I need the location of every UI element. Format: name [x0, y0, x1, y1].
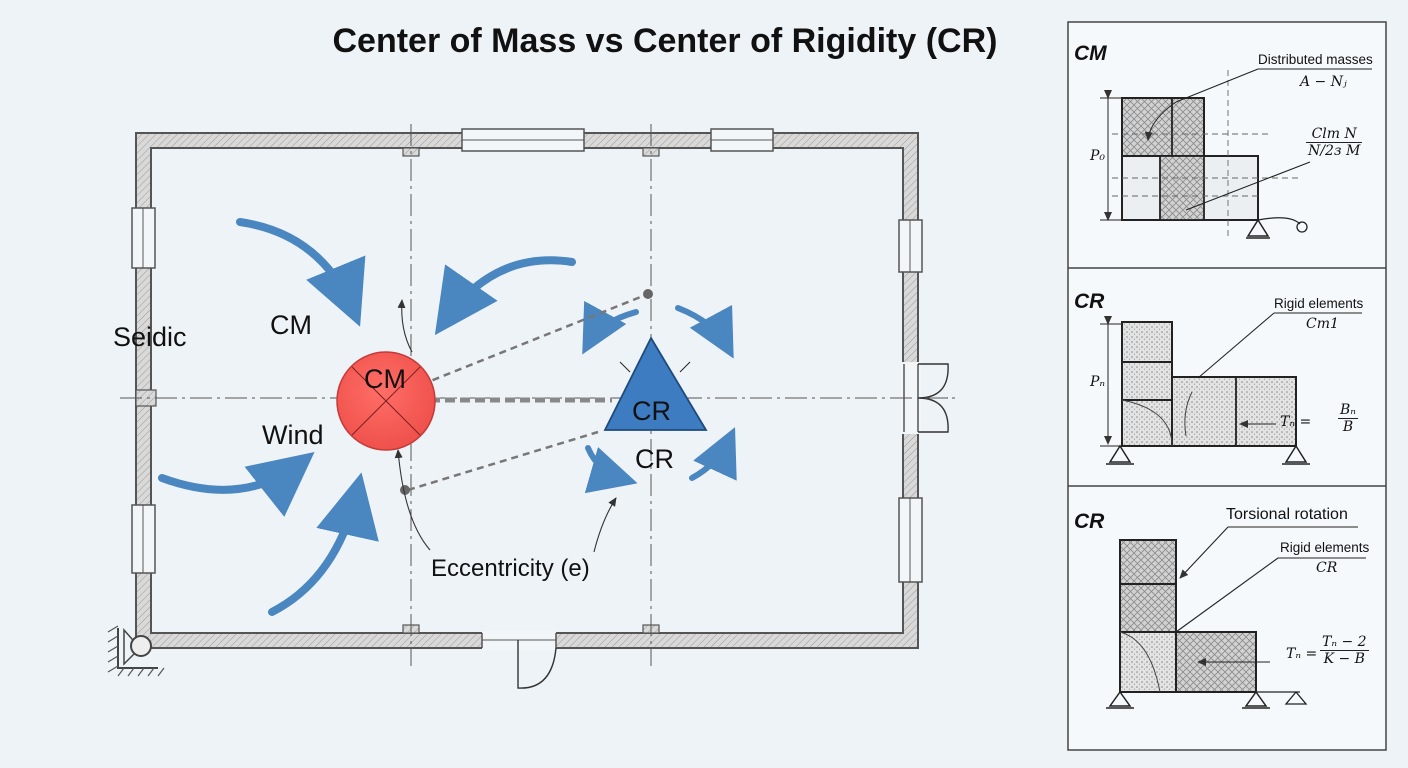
panel-cr-torsion-callout-sub: CR: [1316, 560, 1338, 576]
panel-cr-torsion-fraction-den: K − B: [1323, 651, 1365, 667]
floor-plan: [107, 128, 949, 689]
support-pin-icon: [1108, 444, 1132, 463]
panel-cr-heading: CR: [1074, 290, 1105, 313]
support-pin-icon: [1108, 690, 1132, 707]
panel-cr-callout-sub: Cm1: [1306, 316, 1339, 332]
panel-cr-torsion-formula-lhs: Tₙ =: [1286, 646, 1318, 662]
cr-below-label: CR: [635, 444, 674, 474]
offset-point-upper: [643, 289, 653, 299]
door-right: [917, 363, 949, 399]
cr-inner-label: CR: [632, 396, 671, 426]
page-title: Center of Mass vs Center of Rigidity (CR…: [332, 22, 998, 60]
panel-cr-formula-lhs: Tₙ =: [1280, 414, 1312, 430]
panel-cr-torsion-callout-2: Rigid elements: [1280, 540, 1370, 555]
door-bottom: [517, 640, 557, 689]
support-pin-icon: [1244, 690, 1268, 707]
panel-cm-fraction-den: N/2з M: [1308, 143, 1361, 159]
support-roller-icon: [1296, 221, 1308, 233]
panel-cr-torsion-heading: CR: [1074, 510, 1105, 533]
panel-cm-callout-sub: A − Nⱼ: [1300, 74, 1347, 90]
panel-cr-callout: Rigid elements: [1274, 296, 1364, 311]
load-arrows: [158, 218, 737, 616]
panel-cr-fraction-num: Bₙ: [1338, 402, 1358, 419]
center-of-rigidity-marker: [603, 336, 708, 431]
panel-cr-side-label: Pₙ: [1090, 374, 1106, 390]
cm-outer-label: CM: [270, 310, 312, 340]
wind-label: Wind: [262, 420, 324, 450]
eccentricity-lines: [387, 292, 649, 492]
panel-cm-callout: Distributed masses: [1258, 52, 1373, 67]
panel-cr-fraction: Bₙ B: [1338, 402, 1358, 435]
grid-axes: [120, 124, 960, 666]
panel-cm-fraction: Clm N N/2з M: [1306, 126, 1363, 159]
panel-cm-side-label: P₀: [1090, 148, 1106, 164]
annotation-arrows: [394, 299, 617, 553]
panel-cm-heading: CM: [1074, 42, 1107, 65]
panel-cr-torsion-drawing: [1106, 526, 1366, 709]
panel-cr-torsion-callout: Torsional rotation: [1226, 506, 1348, 523]
support-pin-icon: [1246, 218, 1270, 237]
panel-cr-torsion-fraction: Tₙ − 2 K − B: [1320, 634, 1369, 667]
seismic-label: Seidic: [113, 322, 187, 352]
support-pin-icon: [107, 625, 165, 677]
center-of-mass-marker: [336, 351, 436, 451]
panel-cr-fraction-den: B: [1342, 419, 1354, 435]
support-pin-icon: [1284, 444, 1308, 463]
panel-cm-drawing: [1100, 68, 1372, 239]
offset-point-lower: [400, 485, 410, 495]
panel-cr-torsion-fraction-num: Tₙ − 2: [1320, 634, 1369, 651]
cm-inner-label: CM: [364, 364, 406, 394]
panel-cr-drawing: [1100, 312, 1362, 465]
eccentricity-label: Eccentricity (e): [431, 555, 590, 582]
panel-cm-fraction-num: Clm N: [1306, 126, 1363, 143]
